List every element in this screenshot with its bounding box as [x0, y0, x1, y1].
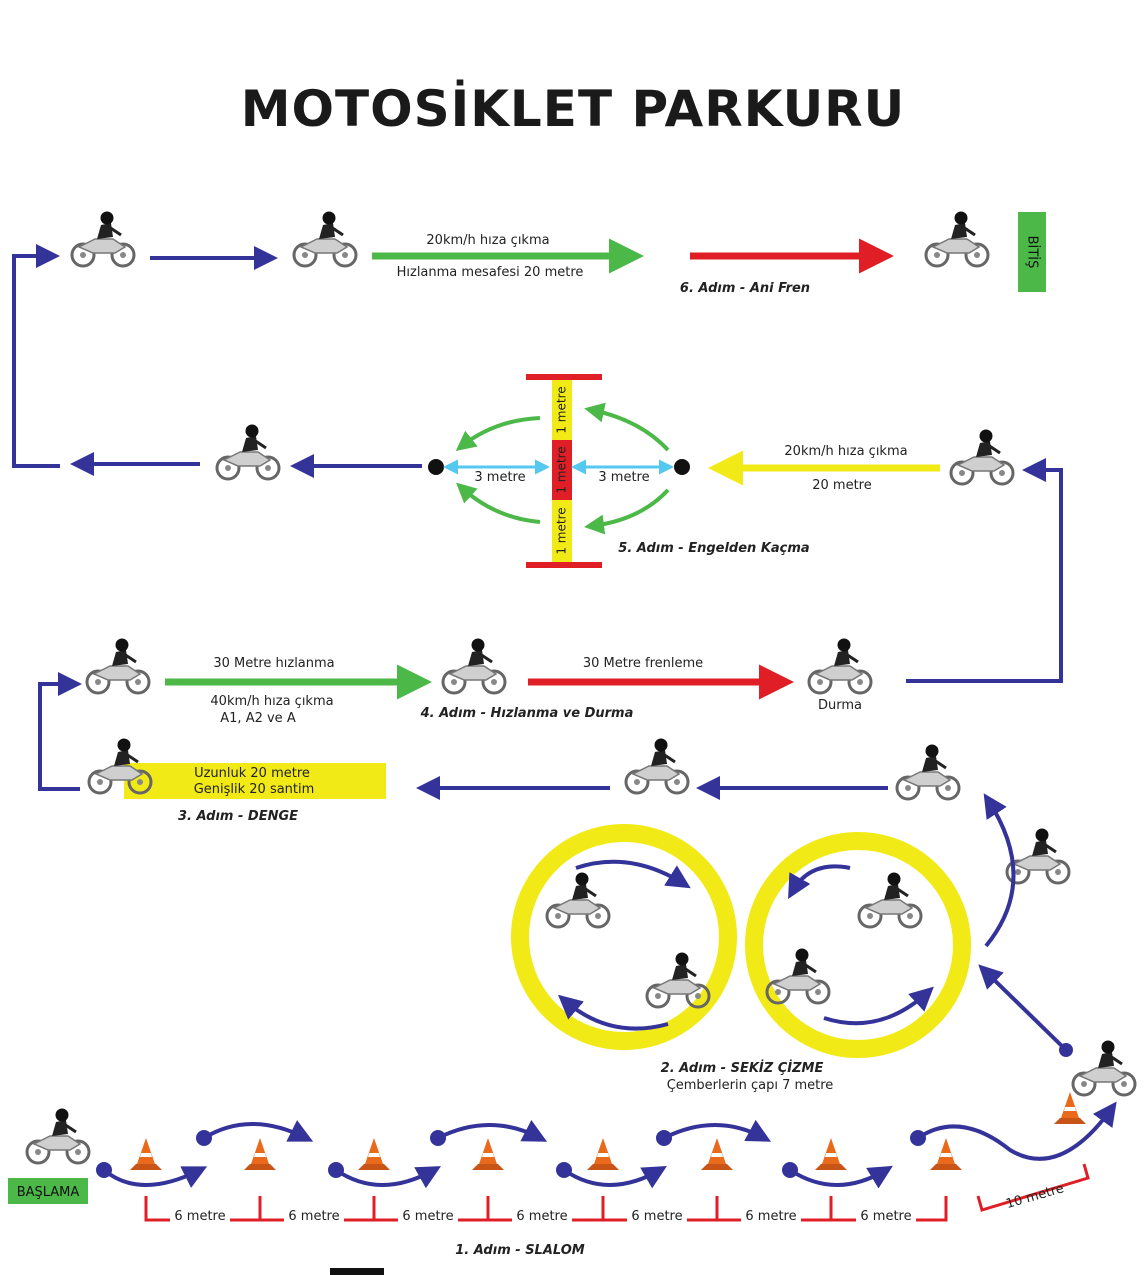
- step6-section: 20km/h hıza çıkma Hızlanma mesafesi 20 m…: [70, 210, 1046, 296]
- step4-section: 30 Metre hızlanma 40km/h hıza çıkma A1, …: [85, 637, 873, 726]
- traffic-cone-icon: [244, 1138, 276, 1170]
- motorcycle-rider-icon: [895, 743, 961, 801]
- bar-mid-text: 1 metre: [555, 446, 569, 493]
- motorcycle-rider-icon: [441, 637, 507, 695]
- step5-speed-text: 20km/h hıza çıkma: [784, 444, 907, 459]
- step3-section: Uzunluk 20 metre Genişlik 20 santim 3. A…: [87, 737, 961, 824]
- spacing-text: 6 metre: [745, 1209, 796, 1224]
- finish-marker: [1018, 212, 1046, 292]
- left-gap-text: 3 metre: [474, 470, 525, 485]
- traffic-cone-icon: [358, 1138, 390, 1170]
- finish-label: BİTİŞ: [1025, 236, 1041, 269]
- motorcycle-rider-icon: [85, 637, 151, 695]
- step2-label: 2. Adım - SEKİZ ÇİZME: [661, 1060, 824, 1076]
- motorcycle-rider-icon: [924, 210, 990, 268]
- step4-speed-text: 40km/h hıza çıkma: [210, 694, 333, 709]
- step6-label: 6. Adım - Ani Fren: [680, 281, 810, 296]
- spacing-text: 6 metre: [288, 1209, 339, 1224]
- motorcycle-rider-icon: [1005, 827, 1071, 885]
- connector-arrow: [38, 672, 82, 791]
- traffic-cone-icon: [587, 1138, 619, 1170]
- spacing-text: 6 metre: [860, 1209, 911, 1224]
- circle-right: [745, 832, 971, 1058]
- motorcycle-rider-icon: [25, 1107, 91, 1165]
- connector-arrow: [12, 244, 60, 468]
- spacing-text: 6 metre: [516, 1209, 567, 1224]
- traffic-cone-icon: [815, 1138, 847, 1170]
- step4-brake-text: 30 Metre frenleme: [583, 656, 703, 671]
- spacing-text: 6 metre: [631, 1209, 682, 1224]
- step4-stop-text: Durma: [818, 698, 862, 713]
- balance-plank: [124, 763, 386, 799]
- motorcycle-rider-icon: [215, 423, 281, 481]
- connector-arrow: [906, 458, 1063, 683]
- start-marker: [8, 1178, 88, 1204]
- traffic-cone-icon: [701, 1138, 733, 1170]
- spacing-text: 6 metre: [402, 1209, 453, 1224]
- traffic-cone-icon: [930, 1138, 962, 1170]
- motorcycle-rider-icon: [807, 637, 873, 695]
- traffic-cone-icon: [472, 1138, 504, 1170]
- motorcycle-rider-icon: [292, 210, 358, 268]
- step1-label: 1. Adım - SLALOM: [455, 1243, 585, 1258]
- step2-section: 2. Adım - SEKİZ ÇİZME Çemberlerin çapı 7…: [511, 793, 1073, 1093]
- step4-label: 4. Adım - Hızlanma ve Durma: [420, 706, 634, 721]
- step6-distance-text: Hızlanma mesafesi 20 metre: [397, 265, 584, 280]
- step1-section: BAŞLAMA: [8, 1039, 1137, 1275]
- motorcycle-rider-icon: [70, 210, 136, 268]
- step5-label: 5. Adım - Engelden Kaçma: [618, 541, 809, 556]
- end-distance-text: 10 metre: [1004, 1181, 1065, 1212]
- step5-section: 20km/h hıza çıkma 20 metre 1 metre 1 met…: [70, 374, 1015, 568]
- bar-bottom-text: 1 metre: [555, 507, 569, 554]
- start-label: BAŞLAMA: [17, 1185, 80, 1200]
- motorcycle-rider-icon: [545, 871, 611, 929]
- step3-length-text: Uzunluk 20 metre: [194, 766, 310, 781]
- step3-width-text: Genişlik 20 santim: [194, 782, 315, 797]
- step4-accel-text: 30 Metre hızlanma: [213, 656, 334, 671]
- step2-diameter-text: Çemberlerin çapı 7 metre: [667, 1078, 834, 1093]
- step4-classes-text: A1, A2 ve A: [220, 711, 296, 726]
- step3-label: 3. Adım - DENGE: [178, 809, 298, 824]
- page-title: MOTOSİKLET PARKURU: [240, 80, 906, 138]
- bar-top-text: 1 metre: [555, 386, 569, 433]
- traffic-cone-icon: [130, 1138, 162, 1170]
- motorcycle-rider-icon: [1071, 1039, 1137, 1097]
- spacing-text: 6 metre: [174, 1209, 225, 1224]
- step5-distance-text: 20 metre: [812, 478, 872, 493]
- circle-left: [511, 824, 737, 1050]
- motorcycle-rider-icon: [624, 737, 690, 795]
- traffic-cone-icon: [1054, 1092, 1086, 1124]
- motorcycle-rider-icon: [857, 871, 923, 929]
- step6-speed-text: 20km/h hıza çıkma: [426, 233, 549, 248]
- right-gap-text: 3 metre: [598, 470, 649, 485]
- motorcycle-rider-icon: [949, 428, 1015, 486]
